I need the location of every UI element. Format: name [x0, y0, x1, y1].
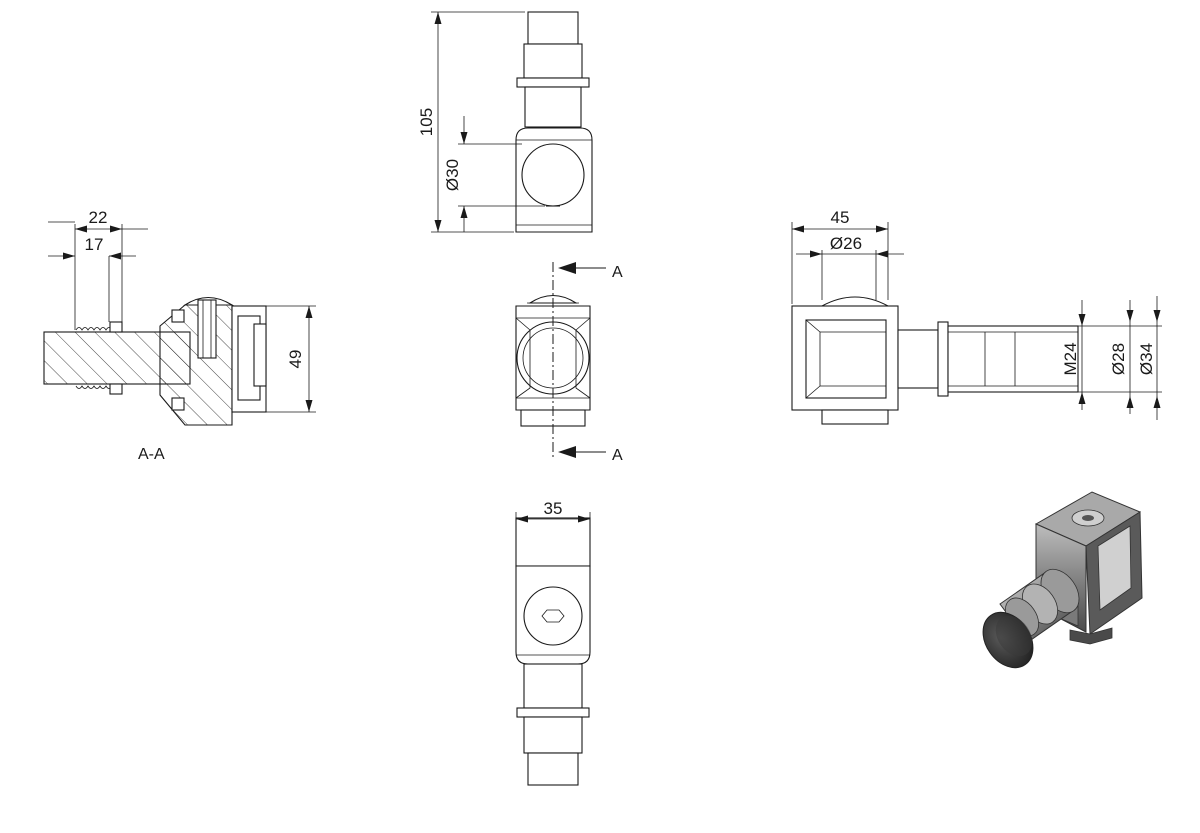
dim-22-17: 22 17	[48, 208, 148, 330]
dim-dia34-text: Ø34	[1137, 343, 1156, 375]
dim-22-text: 22	[89, 208, 108, 227]
dim-m24-28-34: M24 Ø28 Ø34	[1061, 296, 1162, 420]
dim-dia28-text: Ø28	[1109, 343, 1128, 375]
dim-dia30-text: Ø30	[443, 159, 462, 191]
cut-label-bottom: A	[612, 447, 623, 464]
section-a-a: A-A	[43, 296, 267, 463]
dim-dia30: Ø30	[443, 116, 545, 232]
dim-35-text: 35	[544, 499, 563, 518]
middle-view: A A	[515, 262, 623, 464]
dim-49-text: 49	[286, 350, 305, 369]
dim-dia26-text: Ø26	[830, 234, 862, 253]
dim-105: 105	[417, 11, 525, 233]
front-view	[515, 11, 593, 233]
dim-105-text: 105	[417, 108, 436, 136]
side-view	[791, 296, 1079, 425]
cut-label-top: A	[612, 264, 623, 281]
isometric-view	[982, 491, 1143, 669]
dim-45-26: 45 Ø26	[791, 208, 904, 304]
dim-35: 35	[515, 499, 591, 540]
dim-45-text: 45	[831, 208, 850, 227]
bottom-view	[515, 517, 591, 786]
dim-m24-text: M24	[1061, 342, 1080, 375]
section-label: A-A	[138, 446, 165, 463]
dim-49: 49	[266, 305, 316, 413]
dim-17-text: 17	[85, 235, 104, 254]
